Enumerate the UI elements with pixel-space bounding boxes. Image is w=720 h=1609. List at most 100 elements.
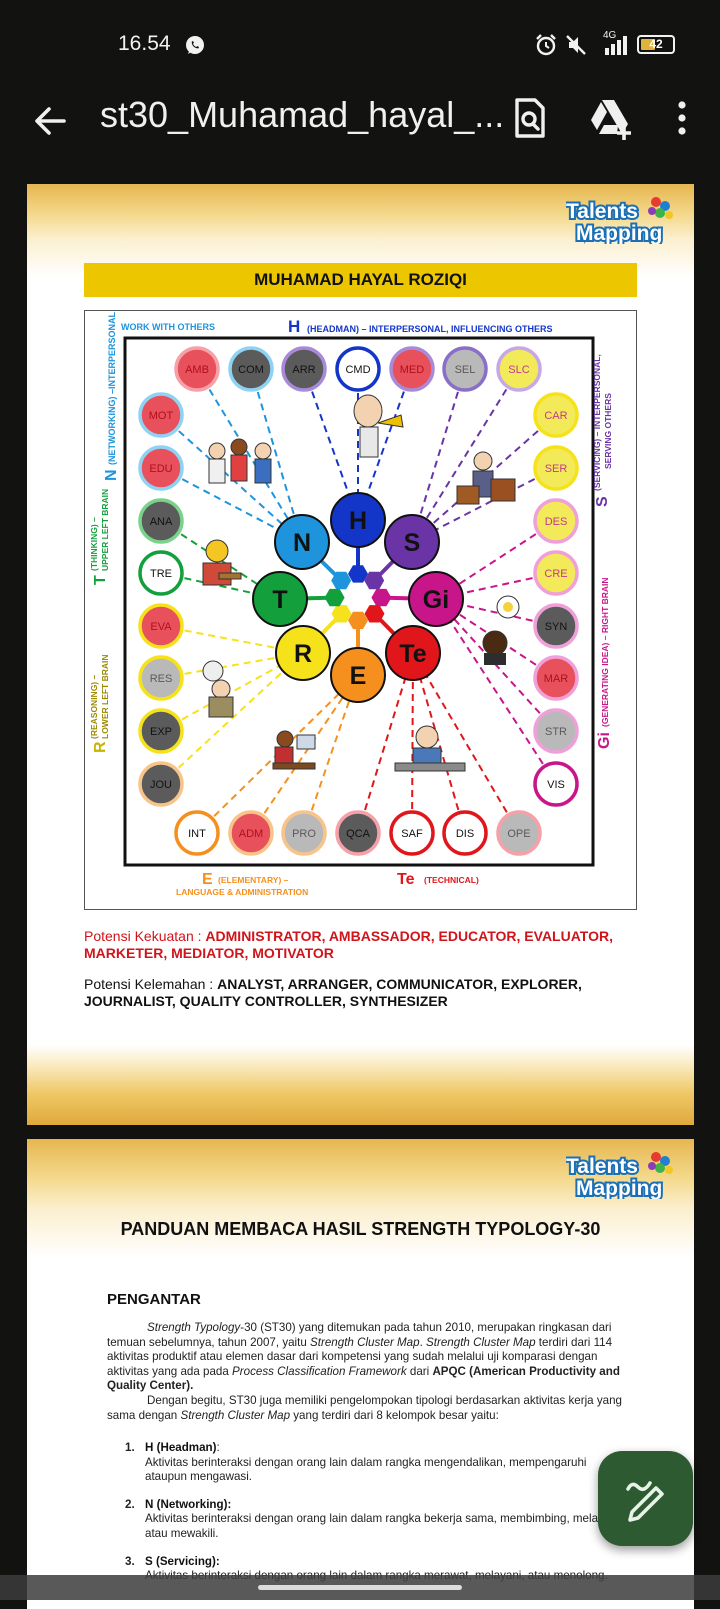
strength-node-dis: DIS: [442, 810, 488, 856]
strength-node-med: MED: [389, 346, 435, 392]
logo-line1: Talents: [566, 1155, 638, 1178]
thinking-illustration: [202, 539, 242, 586]
strength-node-label: QCA: [346, 828, 371, 840]
section-heading: PENGANTAR: [107, 1291, 201, 1308]
gesture-handle[interactable]: [258, 1585, 462, 1590]
drive-add-icon[interactable]: [584, 92, 636, 144]
strength-node-jou: JOU: [138, 761, 184, 807]
s-label-desc1: (SERVICING) – INTERPERSONAL,: [592, 354, 602, 491]
guide-title: PANDUAN MEMBACA HASIL STRENGTH TYPOLOGY-…: [120, 1219, 601, 1239]
hub-hexagon: [364, 571, 385, 590]
strength-node-car: CAR: [533, 392, 579, 438]
strength-node-label: OPE: [507, 828, 530, 840]
connector-line: [303, 674, 359, 834]
signal-icon: [605, 36, 627, 55]
cluster-te: Te: [385, 625, 441, 681]
logo-line2: Mapping: [576, 222, 662, 244]
strength-node-edu: EDU: [138, 445, 184, 491]
whatsapp-icon: [186, 36, 204, 54]
work-with-others-label: WORK WITH OTHERS: [121, 322, 215, 332]
status-bar: 16.54 4G 42: [0, 0, 720, 78]
gi-label-desc: (GENERATING IDEA) – RIGHT BRAIN: [600, 577, 610, 727]
strength-node-sel: SEL: [442, 346, 488, 392]
talents-mapping-logo: Talents Mapping: [566, 1152, 673, 1199]
strength-node-arr: ARR: [281, 346, 327, 392]
elementary-illustration: [272, 730, 316, 770]
cluster-gi: Gi: [408, 571, 464, 627]
strength-node-vis: VIS: [533, 761, 579, 807]
logo-line2: Mapping: [576, 1177, 662, 1199]
intro-paragraph-2: Dengan begitu, ST30 juga memiliki pengel…: [107, 1393, 622, 1422]
strength-node-tre: TRE: [138, 550, 184, 596]
strength-node-str: STR: [533, 708, 579, 754]
document-title: st30_Muhamad_hayal_...: [100, 94, 505, 135]
cluster-label: S: [404, 529, 421, 557]
connector-line: [435, 598, 557, 785]
gi-label-letter: Gi: [596, 732, 613, 749]
idea-illustration: [482, 595, 520, 665]
cluster-label: Gi: [423, 586, 449, 614]
h-label-desc: (HEADMAN) – INTERPERSONAL, INFLUENCING O…: [307, 324, 553, 334]
strength-node-label: SEL: [455, 364, 476, 376]
strength-node-ope: OPE: [496, 810, 542, 856]
cluster-label: H: [349, 507, 367, 535]
edit-pen-icon: [626, 1481, 664, 1522]
strength-node-label: ANA: [150, 516, 173, 528]
strength-node-exp: EXP: [138, 708, 184, 754]
strength-node-label: SER: [545, 463, 568, 475]
cluster-n: N: [274, 514, 330, 570]
t-label-letter: T: [92, 575, 109, 585]
cluster-e: E: [330, 647, 386, 703]
cluster-label: T: [272, 586, 287, 614]
list-item: 1. H (Headman): Aktivitas berinteraksi d…: [125, 1441, 587, 1484]
pdf-page-1: Talents Mapping MUHAMAD HAYAL ROZIQI AMB…: [27, 184, 694, 1125]
strength-node-des: DES: [533, 498, 579, 544]
cluster-label: R: [294, 640, 312, 668]
strength-node-label: DIS: [456, 828, 474, 840]
strength-node-label: AMB: [185, 364, 209, 376]
servicing-illustration: [456, 451, 516, 505]
cluster-list: 1. H (Headman): Aktivitas berinteraksi d…: [125, 1441, 615, 1597]
strength-node-label: CRE: [544, 568, 567, 580]
strength-node-label: JOU: [150, 779, 172, 791]
strength-node-ana: ANA: [138, 498, 184, 544]
strength-node-pro: PRO: [281, 810, 327, 856]
person-name: MUHAMAD HAYAL ROZIQI: [84, 263, 637, 297]
hub-hexagon: [331, 605, 352, 623]
t-label-desc1: (THINKING) –: [89, 517, 99, 571]
strength-node-label: MED: [400, 364, 425, 376]
strength-node-cmd: CMD: [335, 346, 381, 392]
page-header-band: [27, 1139, 694, 1279]
intro-text: Strength Typology-30 (ST30) yang ditemuk…: [107, 1321, 627, 1423]
system-navigation-bar: [0, 1575, 720, 1600]
strength-node-label: SLC: [508, 364, 529, 376]
connector-line: [411, 652, 414, 834]
s-label-letter: S: [594, 496, 611, 507]
r-label-desc1: (REASONING) –: [89, 675, 99, 740]
weakness-potential-values: ANALYST, ARRANGER, COMMUNICATOR, EXPLORE…: [84, 976, 582, 1009]
more-vert-icon[interactable]: [656, 92, 708, 144]
pdf-page-2: Talents Mapping PANDUAN MEMBACA HASIL ST…: [27, 1139, 694, 1609]
weakness-potential-label: Potensi Kelemahan :: [84, 976, 218, 992]
strength-node-label: MAR: [544, 673, 569, 685]
technical-illustration: [394, 725, 466, 772]
n-label-letter: N: [103, 469, 120, 481]
search-document-icon[interactable]: [503, 92, 555, 144]
strength-node-mot: MOT: [138, 392, 184, 438]
strength-node-amb: AMB: [174, 346, 220, 392]
talents-mapping-logo: Talents Mapping: [566, 197, 673, 244]
reasoning-illustration: [202, 660, 234, 718]
status-time: 16.54: [118, 32, 171, 55]
strength-node-cre: CRE: [533, 550, 579, 596]
strength-node-syn: SYN: [533, 603, 579, 649]
connector-line: [411, 368, 520, 543]
cluster-label: E: [350, 662, 367, 690]
edit-fab-button[interactable]: [598, 1451, 693, 1546]
connector-line: [250, 674, 359, 834]
alarm-icon: [536, 34, 556, 56]
back-arrow-icon[interactable]: [28, 98, 74, 144]
e-label-desc2: LANGUAGE & ADMINISTRATION: [176, 887, 308, 897]
strength-node-res: RES: [138, 655, 184, 701]
